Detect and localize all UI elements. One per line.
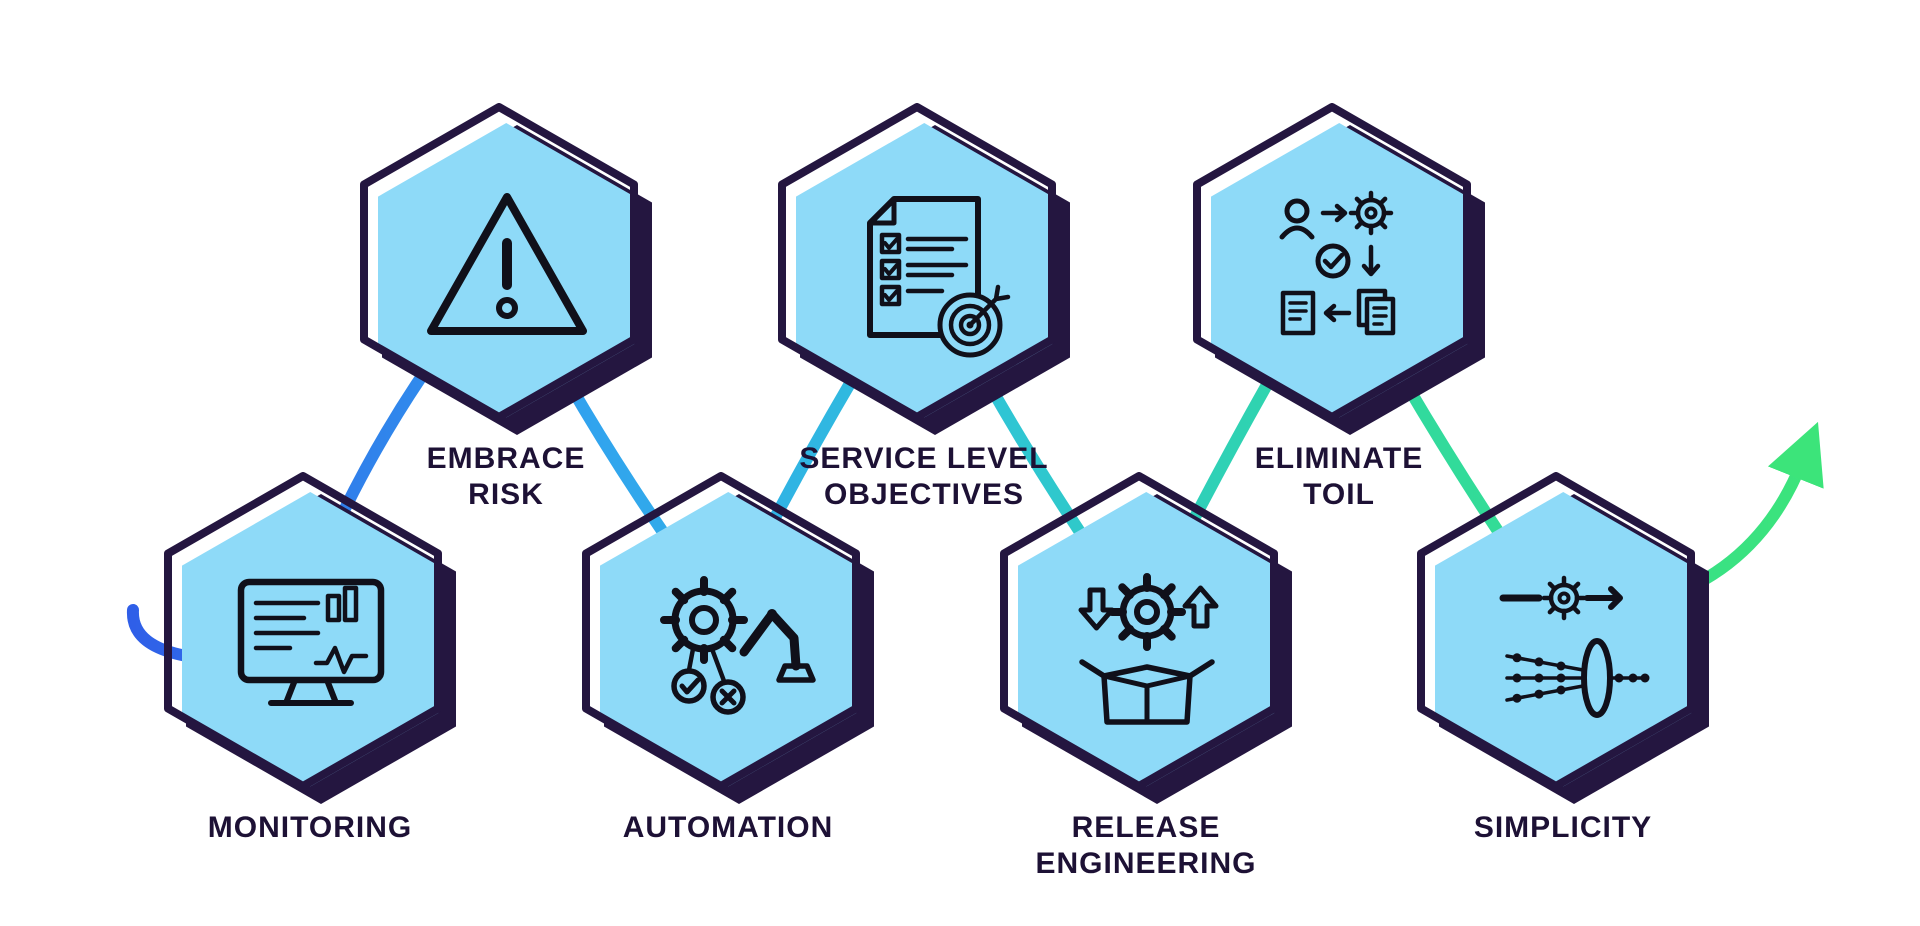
hexagon-shape bbox=[164, 472, 456, 804]
node-simplicity: SIMPLICITY bbox=[1417, 472, 1709, 844]
workflow-automation-icon bbox=[1279, 190, 1396, 336]
node-release-engineering: RELEASE ENGINEERING bbox=[1000, 472, 1292, 880]
checklist-target-icon bbox=[867, 196, 1011, 358]
node-embrace-risk: EMBRACE RISK bbox=[360, 103, 652, 511]
node-label-automation: AUTOMATION bbox=[622, 811, 834, 844]
monitor-analytics-icon bbox=[237, 578, 385, 706]
hexagon-embrace-risk bbox=[360, 103, 652, 435]
hexagon-service-level-objectives bbox=[778, 103, 1070, 435]
hexagon-eliminate-toil bbox=[1193, 103, 1485, 435]
node-monitoring: MONITORING bbox=[164, 472, 456, 844]
streamline-filter-icon bbox=[1499, 575, 1650, 718]
hexagon-simplicity bbox=[1417, 472, 1709, 804]
hexagon-monitoring bbox=[164, 472, 456, 804]
hexagon-release-engineering bbox=[1000, 472, 1292, 804]
gear-robot-arm-icon bbox=[660, 576, 816, 715]
warning-triangle-icon bbox=[427, 193, 587, 335]
hexagon-automation bbox=[582, 472, 874, 804]
node-label-service-level-objectives: SERVICE LEVEL OBJECTIVES bbox=[799, 442, 1049, 511]
hexagon-shape bbox=[1193, 103, 1485, 435]
node-automation: AUTOMATION bbox=[582, 472, 874, 844]
package-gear-arrows-icon bbox=[1078, 573, 1219, 725]
node-label-embrace-risk: EMBRACE RISK bbox=[426, 442, 586, 511]
hexagon-shape bbox=[778, 103, 1070, 435]
hexagon-shape bbox=[1000, 472, 1292, 804]
hexagon-shape bbox=[582, 472, 874, 804]
node-label-monitoring: MONITORING bbox=[207, 811, 413, 844]
node-label-eliminate-toil: ELIMINATE TOIL bbox=[1254, 442, 1424, 511]
node-service-level-objectives: SERVICE LEVEL OBJECTIVES bbox=[778, 103, 1070, 511]
node-label-simplicity: SIMPLICITY bbox=[1473, 811, 1653, 844]
hexagon-shape bbox=[1417, 472, 1709, 804]
node-label-release-engineering: RELEASE ENGINEERING bbox=[1035, 811, 1257, 880]
node-eliminate-toil: ELIMINATE TOIL bbox=[1193, 103, 1485, 511]
